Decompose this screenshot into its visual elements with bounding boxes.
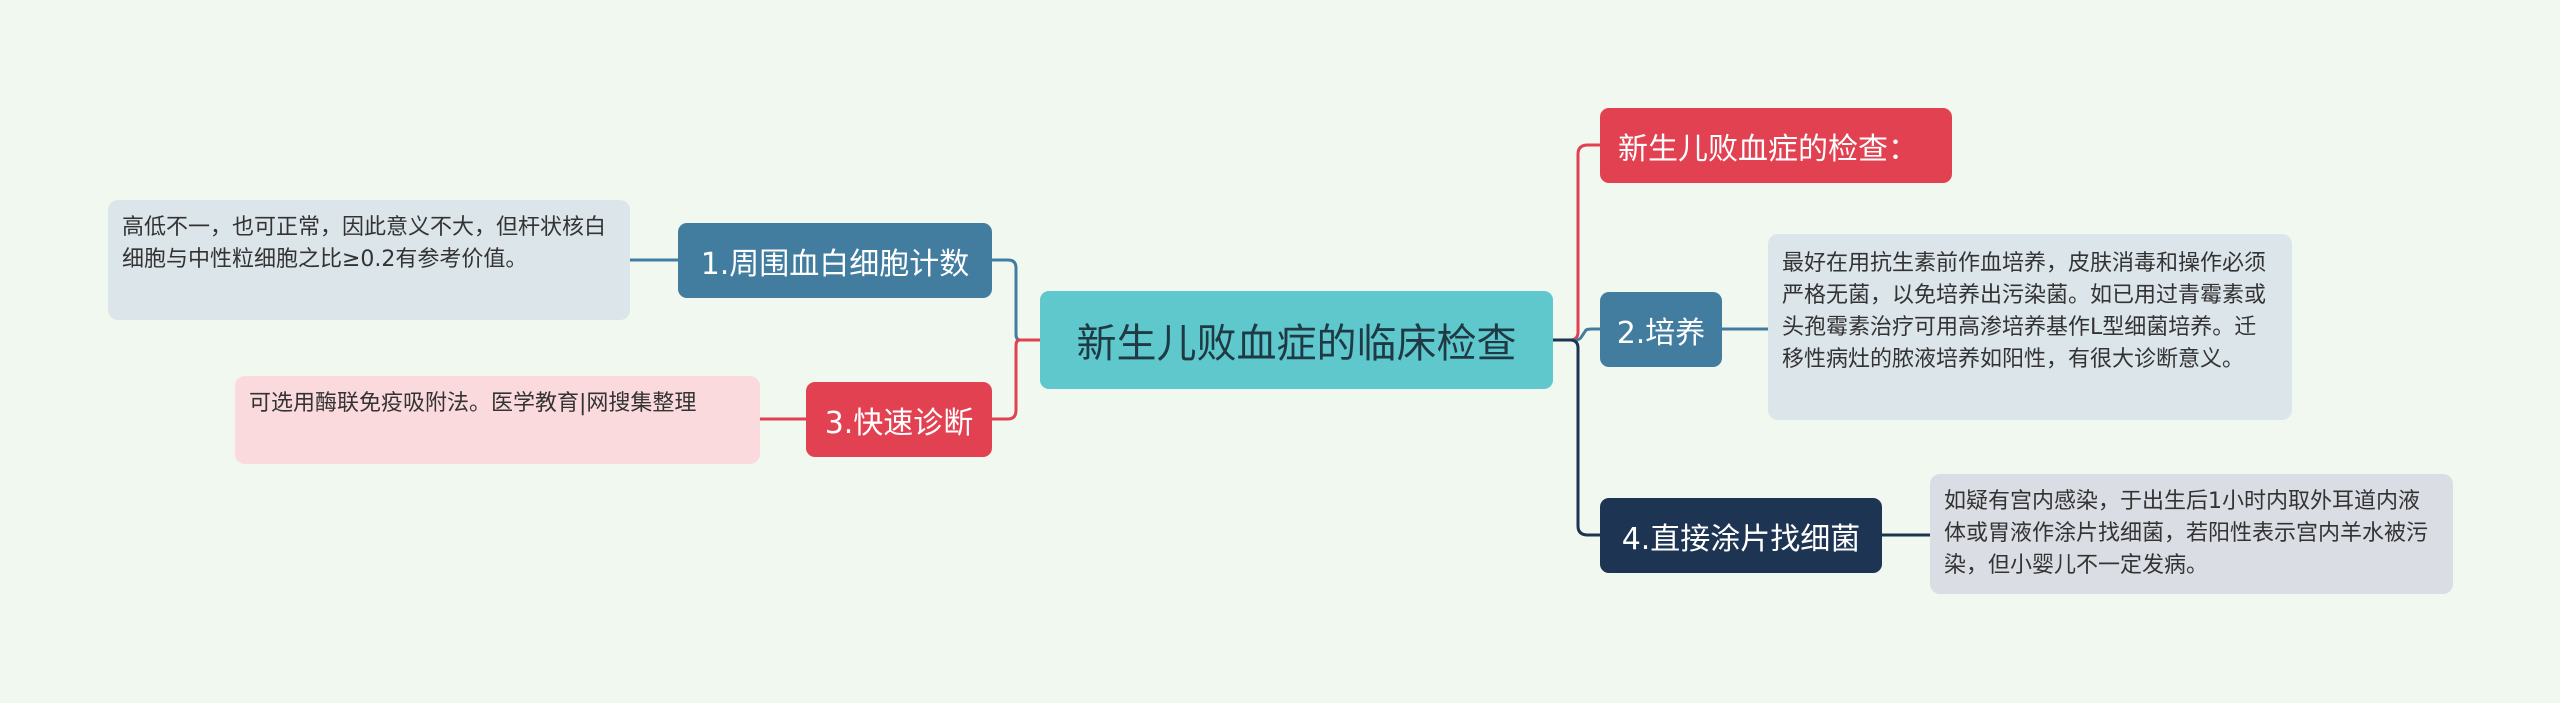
branch-culture[interactable]: 2.培养 — [1600, 292, 1722, 367]
note-rapid-diagnosis[interactable]: 可选用酶联免疫吸附法。医学教育|网搜集整理 — [235, 376, 760, 464]
note-white-cell-count[interactable]: 高低不一，也可正常，因此意义不大，但杆状核白细胞与中性粒细胞之比≥0.2有参考价… — [108, 200, 630, 320]
note-culture[interactable]: 最好在用抗生素前作血培养，皮肤消毒和操作必须严格无菌，以免培养出污染菌。如已用过… — [1768, 234, 2292, 420]
branch-exam-heading[interactable]: 新生儿败血症的检查： — [1600, 108, 1952, 183]
connector-root-r4 — [1553, 338, 1600, 537]
branch-rapid-diagnosis[interactable]: 3.快速诊断 — [806, 382, 992, 457]
branch-direct-smear[interactable]: 4.直接涂片找细菌 — [1600, 498, 1882, 573]
connector-root-r2 — [1553, 327, 1600, 342]
connector-root-r1 — [1553, 143, 1600, 342]
connector-root-b3 — [992, 338, 1040, 421]
branch-white-cell-count[interactable]: 1.周围血白细胞计数 — [678, 223, 992, 298]
connector-root-b1 — [992, 258, 1040, 342]
note-direct-smear[interactable]: 如疑有宫内感染，于出生后1小时内取外耳道内液体或胃液作涂片找细菌，若阳性表示宫内… — [1930, 474, 2453, 594]
root-topic[interactable]: 新生儿败血症的临床检查 — [1040, 291, 1553, 389]
